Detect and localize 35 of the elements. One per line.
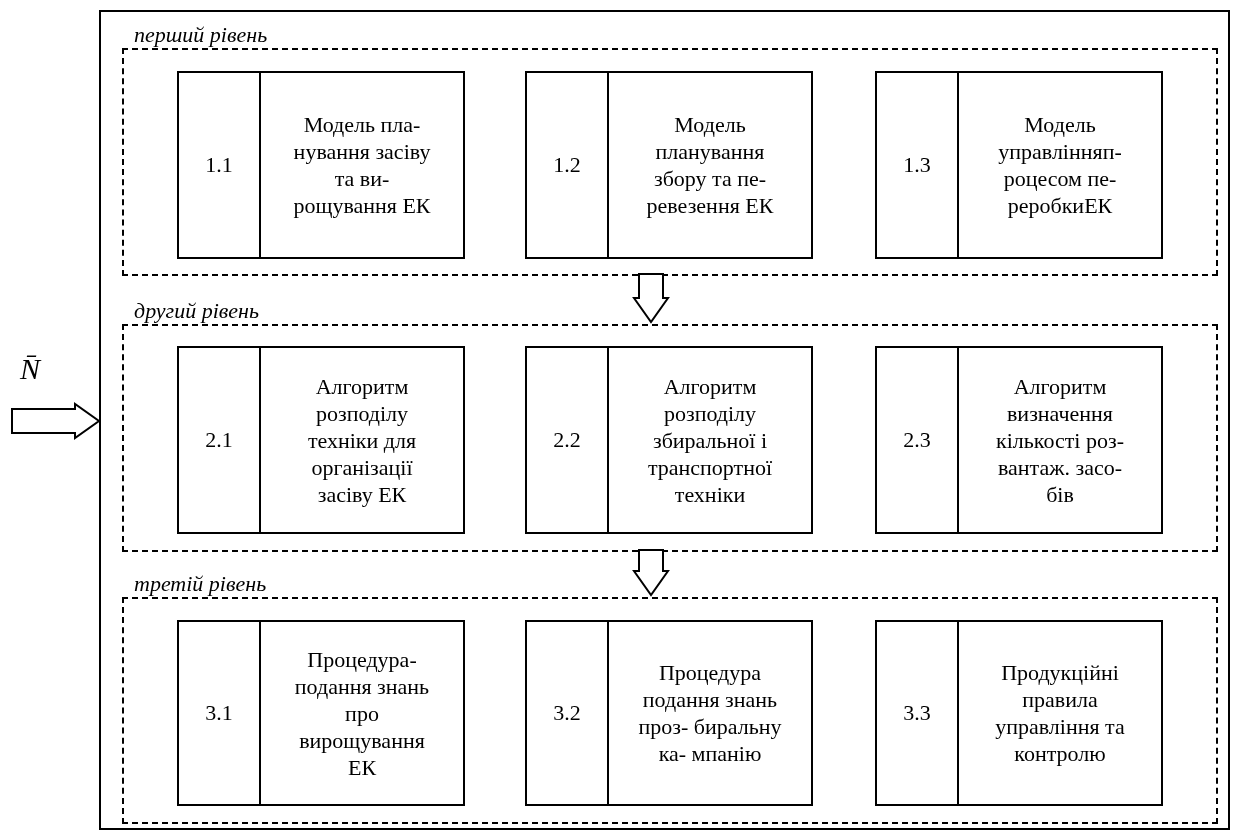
box-text: Алгоритм розподілу збиральної і транспортної техніки bbox=[646, 372, 774, 508]
level-title: перший рівень bbox=[134, 23, 268, 47]
box-text: Продукційні правила управління та контролю bbox=[994, 659, 1126, 767]
box-text: Алгоритм розподілу техніки для організації засіву ЕК bbox=[306, 372, 418, 508]
numbered-box bbox=[875, 71, 1163, 259]
numbered-box bbox=[177, 71, 465, 259]
numbered-box bbox=[177, 620, 465, 806]
level-title: третій рівень bbox=[134, 572, 267, 596]
numbered-box bbox=[525, 620, 813, 806]
box-number: 1.1 bbox=[179, 73, 261, 257]
box-text: Алгоритм визначення кількості роз- вантаж. засо- бів bbox=[995, 372, 1125, 508]
box-number: 3.2 bbox=[527, 622, 609, 804]
box-number: 2.3 bbox=[877, 348, 959, 532]
numbered-box bbox=[525, 71, 813, 259]
box-number: 2.1 bbox=[179, 348, 261, 532]
outer-frame bbox=[99, 10, 1230, 830]
numbered-box bbox=[875, 620, 1163, 806]
numbered-box bbox=[525, 346, 813, 534]
box-text: Модель планування збору та пе- ревезення ЕК bbox=[645, 111, 775, 219]
numbered-box bbox=[875, 346, 1163, 534]
block-arrow bbox=[11, 402, 101, 440]
box-number: 1.3 bbox=[877, 73, 959, 257]
box-number: 2.2 bbox=[527, 348, 609, 532]
box-text: Модель управлінняп- роцесом пе- реробкиЕК bbox=[997, 111, 1123, 219]
box-number: 3.3 bbox=[877, 622, 959, 804]
box-number: 3.1 bbox=[179, 622, 261, 804]
block-arrow bbox=[632, 549, 670, 597]
box-text: Процедура- подання знань про вирощування ЕК bbox=[293, 645, 431, 781]
edge-label: N̄ bbox=[20, 353, 40, 385]
level-title: другий рівень bbox=[134, 299, 260, 323]
box-text: Процедура подання знань проз- биральну ка- мпанію bbox=[637, 659, 783, 767]
box-number: 1.2 bbox=[527, 73, 609, 257]
block-arrow bbox=[632, 273, 670, 324]
box-text: Модель пла- нування засіву та ви- рощування ЕК bbox=[292, 111, 432, 219]
numbered-box bbox=[177, 346, 465, 534]
